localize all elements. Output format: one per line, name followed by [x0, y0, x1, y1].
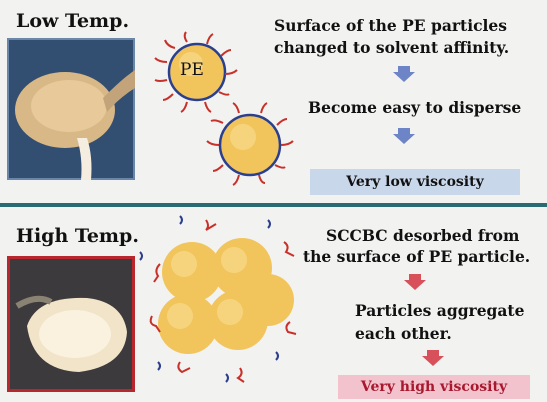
- low-line1: Surface of the PE particles: [274, 18, 507, 34]
- high-temp-label: High Temp.: [16, 227, 139, 246]
- high-step2a: Particles aggregate: [355, 303, 524, 319]
- down-arrow-red-icon: [422, 350, 444, 366]
- section-divider: [0, 203, 547, 207]
- low-temp-label: Low Temp.: [16, 12, 129, 31]
- high-temp-photo: [7, 256, 135, 392]
- low-step2: Become easy to disperse: [308, 100, 521, 116]
- high-line2: the surface of PE particle.: [303, 249, 530, 265]
- pe-particle-label: PE: [180, 62, 204, 79]
- down-arrow-red-icon: [404, 274, 426, 290]
- low-result-text: Very low viscosity: [346, 174, 483, 190]
- low-temp-photo: [7, 38, 135, 180]
- low-result-box: Very low viscosity: [310, 169, 520, 195]
- high-step2b: each other.: [355, 326, 452, 342]
- high-result-text: Very high viscosity: [361, 379, 507, 395]
- down-arrow-blue-icon: [393, 128, 415, 144]
- down-arrow-blue-icon: [393, 66, 415, 82]
- high-result-box: Very high viscosity: [338, 375, 530, 399]
- desorbed-chains: [140, 212, 290, 382]
- low-line2: changed to solvent affinity.: [274, 40, 509, 56]
- pe-particle-dispersed-bottom: [195, 95, 305, 195]
- high-line1: SCCBC desorbed from: [326, 228, 519, 244]
